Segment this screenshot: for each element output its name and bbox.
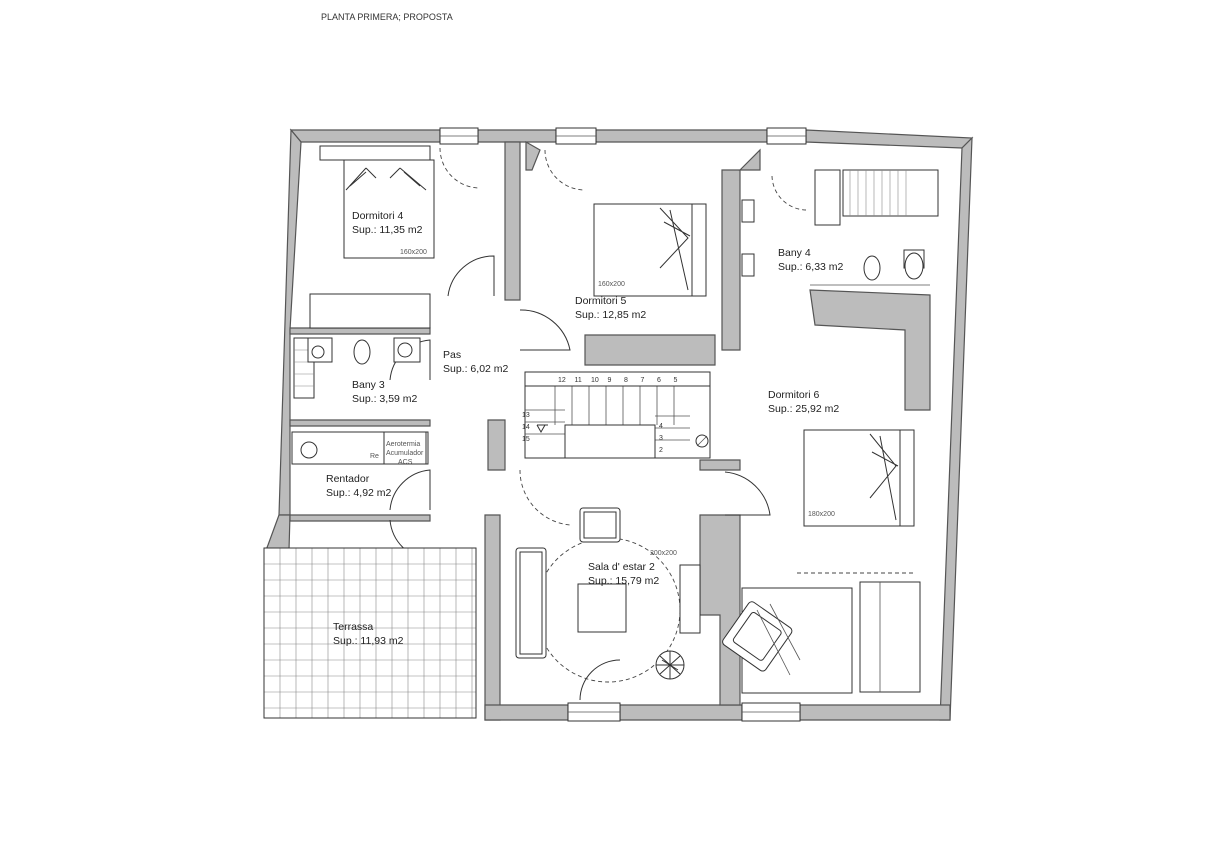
laundry-appliance-line-3: ACS (398, 459, 413, 466)
bedroom-4-bed: 160x200 (309, 145, 435, 329)
room-name-dormitori-4: Dormitori 4 (352, 210, 404, 222)
stair-top-step-numbers: 12 11 10 9 8 7 6 5 (558, 377, 678, 384)
room-area-dormitori-6: Sup.: 25,92 m2 (768, 403, 839, 415)
shower-grid (849, 170, 907, 216)
bedroom-6-bed: 180x200 (722, 429, 921, 694)
room-area-bany-3: Sup.: 3,59 m2 (352, 393, 418, 405)
room-name-rentador: Rentador (326, 473, 370, 485)
exterior-walls (265, 128, 974, 721)
laundry-appliance-line-2: Acumulador (386, 450, 424, 457)
stair-left-step-numbers: 13 14 15 (522, 412, 530, 443)
room-name-terrassa: Terrassa (333, 621, 373, 633)
plan-title: PLANTA PRIMERA; PROPOSTA (321, 12, 453, 22)
room-name-sala-estar-2: Sala d' estar 2 (588, 561, 655, 573)
stair-step-number: 2 (659, 447, 663, 454)
bathroom-3-fixtures (293, 337, 421, 399)
room-area-dormitori-4: Sup.: 11,35 m2 (352, 224, 423, 236)
laundry-appliance-short: Re (370, 453, 379, 460)
stair-right-step-numbers: 4 3 2 (659, 423, 663, 454)
interior-walls (289, 140, 931, 522)
bathroom-4-fixtures (741, 169, 939, 286)
room-name-bany-3: Bany 3 (352, 379, 385, 391)
stair-step-number: 12 (558, 377, 566, 384)
room-labels: Dormitori 4 Sup.: 11,35 m2 Dormitori 5 S… (326, 210, 844, 647)
bedroom-5-bed: 160x200 (593, 203, 707, 297)
windows (439, 127, 807, 722)
room-area-bany-4: Sup.: 6,33 m2 (778, 261, 844, 273)
stair-step-number: 11 (575, 377, 582, 384)
bedroom-4-bed-size: 160x200 (400, 249, 427, 256)
room-area-terrassa: Sup.: 11,93 m2 (333, 635, 404, 647)
rug-size: 200x200 (650, 550, 677, 557)
stair-step-number: 14 (522, 424, 530, 431)
terrace-tiles (263, 547, 477, 719)
stair-step-number: 3 (659, 435, 663, 442)
stair-step-number: 10 (591, 377, 599, 384)
bedroom-6-bed-size: 180x200 (808, 511, 835, 518)
staircase (524, 371, 711, 459)
stair-step-number: 4 (659, 423, 663, 430)
room-name-bany-4: Bany 4 (778, 247, 811, 259)
room-area-pas: Sup.: 6,02 m2 (443, 363, 509, 375)
stair-step-number: 6 (657, 377, 661, 384)
room-name-dormitori-5: Dormitori 5 (575, 295, 627, 307)
plant-icon (655, 650, 685, 680)
stair-step-number: 7 (641, 377, 645, 384)
bedroom-5-bed-size: 160x200 (598, 281, 625, 288)
room-area-rentador: Sup.: 4,92 m2 (326, 487, 392, 499)
room-area-dormitori-5: Sup.: 12,85 m2 (575, 309, 646, 321)
stair-step-number: 15 (522, 436, 530, 443)
stair-step-number: 8 (624, 377, 628, 384)
stair-step-number: 9 (608, 377, 612, 384)
room-name-dormitori-6: Dormitori 6 (768, 389, 820, 401)
room-area-sala-estar-2: Sup.: 15,79 m2 (588, 575, 659, 587)
stair-step-number: 13 (522, 412, 530, 419)
living-room-furniture: 200x200 (515, 507, 701, 683)
laundry-appliance-line-1: Aerotermia (386, 441, 420, 448)
laundry-fixtures: Aerotermia Acumulador ACS Re (291, 431, 429, 466)
stair-step-number: 5 (674, 377, 678, 384)
room-name-pas: Pas (443, 349, 461, 361)
